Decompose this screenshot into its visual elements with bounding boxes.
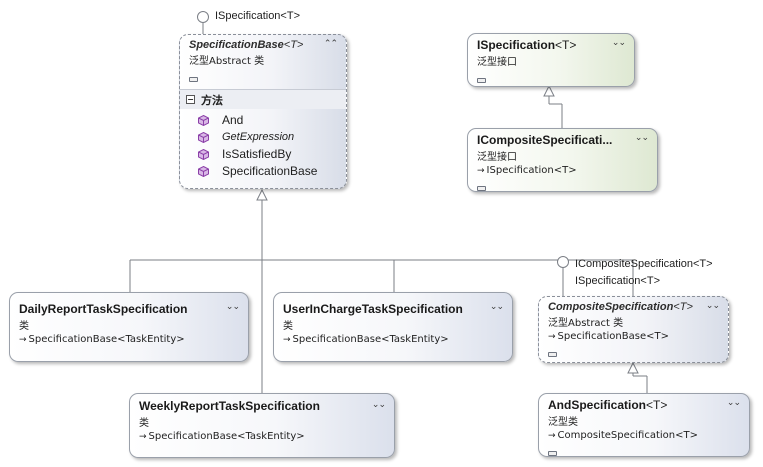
compartment-toggle-icon[interactable] <box>477 186 486 191</box>
method-item[interactable]: And <box>180 112 346 129</box>
inherit-arrow-icon: → <box>548 332 556 342</box>
ifc-inherit-arrowhead <box>543 84 555 97</box>
lollipop-label-icomposite: ICompositeSpecification<T> <box>575 258 713 270</box>
and-specification-base: →CompositeSpecification<T> <box>548 430 698 441</box>
compartment-toggle-icon[interactable] <box>548 451 557 456</box>
method-cube-icon <box>198 115 209 126</box>
user-in-charge-task-specification-shape[interactable]: UserInChargeTaskSpecification 类 →Specifi… <box>273 292 513 362</box>
method-label: GetExpression <box>222 131 295 143</box>
collapse-chevron-icon[interactable]: ⌃⌃ <box>323 39 338 49</box>
method-cube-icon <box>198 132 209 143</box>
icomposite-specification-shape[interactable]: ICompositeSpecificati... 泛型接口 →ISpecific… <box>467 128 658 192</box>
weekly-report-base: →SpecificationBase<TaskEntity> <box>139 431 305 442</box>
compartment-toggle-icon[interactable] <box>189 77 198 82</box>
user-in-charge-base: →SpecificationBase<TaskEntity> <box>283 334 449 345</box>
composite-specification-title: CompositeSpecification<T> <box>548 301 693 313</box>
daily-report-header: DailyReportTaskSpecification 类 →Specific… <box>10 293 248 348</box>
composite-specification-header: CompositeSpecification<T> 泛型Abstract 类 →… <box>539 297 728 362</box>
expand-chevron-icon[interactable]: ⌄⌄ <box>726 398 741 408</box>
compartment-toggle-icon[interactable] <box>477 78 486 83</box>
icomposite-specification-title: ICompositeSpecificati... <box>477 133 613 147</box>
specification-base-header: SpecificationBase<T> 泛型Abstract 类 <box>180 35 346 89</box>
ispecification-title: ISpecification<T> <box>477 38 577 52</box>
user-in-charge-kind: 类 <box>283 321 293 332</box>
expand-chevron-icon[interactable]: ⌄⌄ <box>489 302 504 312</box>
icomposite-specification-header: ICompositeSpecificati... 泛型接口 →ISpecific… <box>468 129 657 191</box>
icomposite-specification-kind: 泛型接口 <box>477 152 517 163</box>
and-specification-header: AndSpecification<T> 泛型类 →CompositeSpecif… <box>539 394 749 456</box>
weekly-report-title: WeeklyReportTaskSpecification <box>139 399 320 413</box>
composite-specification-shape[interactable]: CompositeSpecification<T> 泛型Abstract 类 →… <box>538 296 729 363</box>
expand-chevron-icon[interactable]: ⌄⌄ <box>611 38 626 48</box>
and-specification-shape[interactable]: AndSpecification<T> 泛型类 →CompositeSpecif… <box>538 393 750 457</box>
method-label: SpecificationBase <box>222 164 318 178</box>
lollipop-label-top: ISpecification<T> <box>215 10 300 22</box>
lollipop-circle-top <box>197 11 209 23</box>
base-inherit-arrowhead <box>256 188 268 201</box>
method-item[interactable]: GetExpression <box>180 129 346 146</box>
ispecification-header: ISpecification<T> 泛型接口 <box>468 34 634 86</box>
and-specification-title: AndSpecification<T> <box>548 398 668 412</box>
methods-header-label: 方法 <box>201 93 223 107</box>
specification-base-shape[interactable]: SpecificationBase<T> 泛型Abstract 类 ⌃⌃ − 方… <box>179 34 347 189</box>
and-specification-kind: 泛型类 <box>548 417 578 428</box>
inherit-arrow-icon: → <box>548 431 556 441</box>
composite-specification-kind: 泛型Abstract 类 <box>548 318 624 329</box>
expand-chevron-icon[interactable]: ⌄⌄ <box>634 133 649 143</box>
expand-chevron-icon[interactable]: ⌄⌄ <box>705 301 720 311</box>
minus-icon[interactable]: − <box>186 95 195 104</box>
expand-chevron-icon[interactable]: ⌄⌄ <box>225 302 240 312</box>
user-in-charge-header: UserInChargeTaskSpecification 类 →Specifi… <box>274 293 512 348</box>
specification-base-kind: 泛型Abstract 类 <box>189 56 265 67</box>
user-in-charge-title: UserInChargeTaskSpecification <box>283 302 463 316</box>
ispecification-shape[interactable]: ISpecification<T> 泛型接口 ⌄⌄ <box>467 33 635 87</box>
inherit-arrow-icon: → <box>139 432 147 442</box>
inherit-arrow-icon: → <box>283 335 291 345</box>
method-item[interactable]: SpecificationBase <box>180 163 346 180</box>
weekly-report-kind: 类 <box>139 418 149 429</box>
weekly-report-task-specification-shape[interactable]: WeeklyReportTaskSpecification 类 →Specifi… <box>129 393 395 458</box>
ispecification-kind: 泛型接口 <box>477 57 517 68</box>
daily-report-base: →SpecificationBase<TaskEntity> <box>19 334 185 345</box>
icomposite-specification-base: →ISpecification<T> <box>477 165 577 176</box>
and-inherit-arrowhead <box>627 361 639 374</box>
daily-report-title: DailyReportTaskSpecification <box>19 302 188 316</box>
weekly-report-header: WeeklyReportTaskSpecification 类 →Specifi… <box>130 394 394 445</box>
inherit-arrow-icon: → <box>19 335 27 345</box>
specification-base-title: SpecificationBase<T> <box>189 39 304 51</box>
expand-chevron-icon[interactable]: ⌄⌄ <box>371 400 386 410</box>
method-cube-icon <box>198 149 209 160</box>
compartment-toggle-icon[interactable] <box>548 352 557 357</box>
inherit-arrow-icon: → <box>477 166 485 176</box>
lollipop-label-ispecification: ISpecification<T> <box>575 275 660 287</box>
methods-list: And GetExpression IsSatisfiedBy Specific… <box>180 109 346 180</box>
daily-report-kind: 类 <box>19 321 29 332</box>
composite-specification-base: →SpecificationBase<T> <box>548 331 669 342</box>
methods-compartment-header[interactable]: − 方法 <box>180 89 346 109</box>
daily-report-task-specification-shape[interactable]: DailyReportTaskSpecification 类 →Specific… <box>9 292 249 362</box>
constructor-cube-icon <box>198 166 209 177</box>
lollipop-circle-right <box>557 256 569 268</box>
method-item[interactable]: IsSatisfiedBy <box>180 146 346 163</box>
method-label: IsSatisfiedBy <box>222 147 292 161</box>
method-label: And <box>222 113 244 127</box>
